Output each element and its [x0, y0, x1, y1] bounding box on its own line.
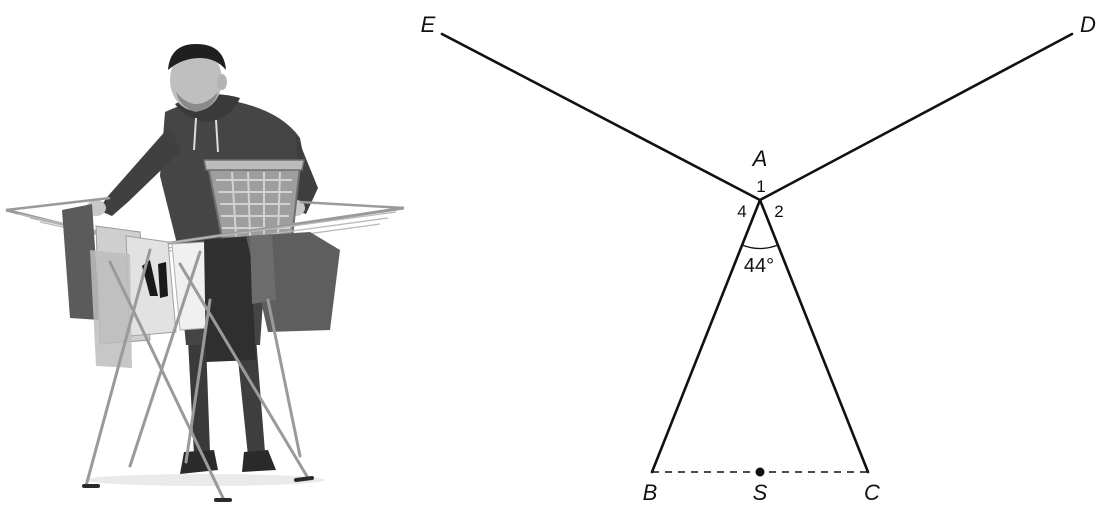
label-s: S: [753, 480, 768, 505]
angle-label-1: 1: [756, 177, 765, 196]
point-s-dot: [755, 467, 765, 477]
angle-label-4: 4: [737, 202, 746, 221]
label-c: C: [864, 480, 880, 505]
laundry-photo: [5, 44, 405, 502]
angle-value-44: 44°: [744, 255, 774, 277]
label-b: B: [643, 480, 658, 505]
segment-ab: [650, 198, 762, 474]
angle-label-2: 2: [774, 202, 783, 221]
segment-ae: [440, 32, 762, 202]
geometry-diagram: A B C D E S 1 2 4 44°: [421, 12, 1096, 505]
angle-arc-bac: [741, 244, 779, 250]
label-a: A: [751, 146, 768, 171]
label-d: D: [1080, 12, 1096, 37]
segment-ac: [758, 198, 870, 474]
label-e: E: [421, 12, 436, 37]
segment-ad: [758, 32, 1074, 202]
